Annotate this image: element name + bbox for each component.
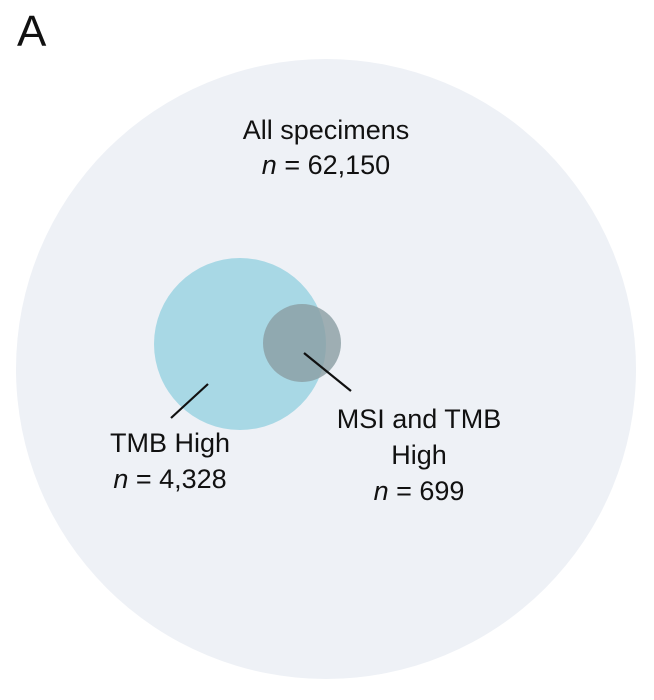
msi-tmb-high-label-line2: High [391, 440, 447, 470]
tmb-high-count: n = 4,328 [113, 464, 226, 494]
msi-tmb-high-count: n = 699 [374, 476, 465, 506]
tmb-high-leader-line [170, 383, 209, 419]
all-specimens-label: All specimens [243, 115, 410, 145]
msi-tmb-high-label-line1: MSI and TMB [337, 404, 502, 434]
msi-tmb-high-leader-line [303, 352, 352, 392]
all-specimens-count: n = 62,150 [262, 150, 390, 180]
all-specimens-n-symbol: n [262, 150, 277, 180]
tmb-high-circle [154, 258, 326, 430]
tmb-high-label: TMB High [110, 428, 230, 458]
msi-tmb-high-n-value: = 699 [389, 476, 465, 506]
tmb-high-n-symbol: n [113, 464, 128, 494]
all-specimens-n-value: = 62,150 [277, 150, 390, 180]
msi-tmb-high-circle [263, 304, 341, 382]
tmb-high-n-value: = 4,328 [128, 464, 226, 494]
msi-tmb-high-n-symbol: n [374, 476, 389, 506]
panel-label: A [17, 7, 47, 56]
